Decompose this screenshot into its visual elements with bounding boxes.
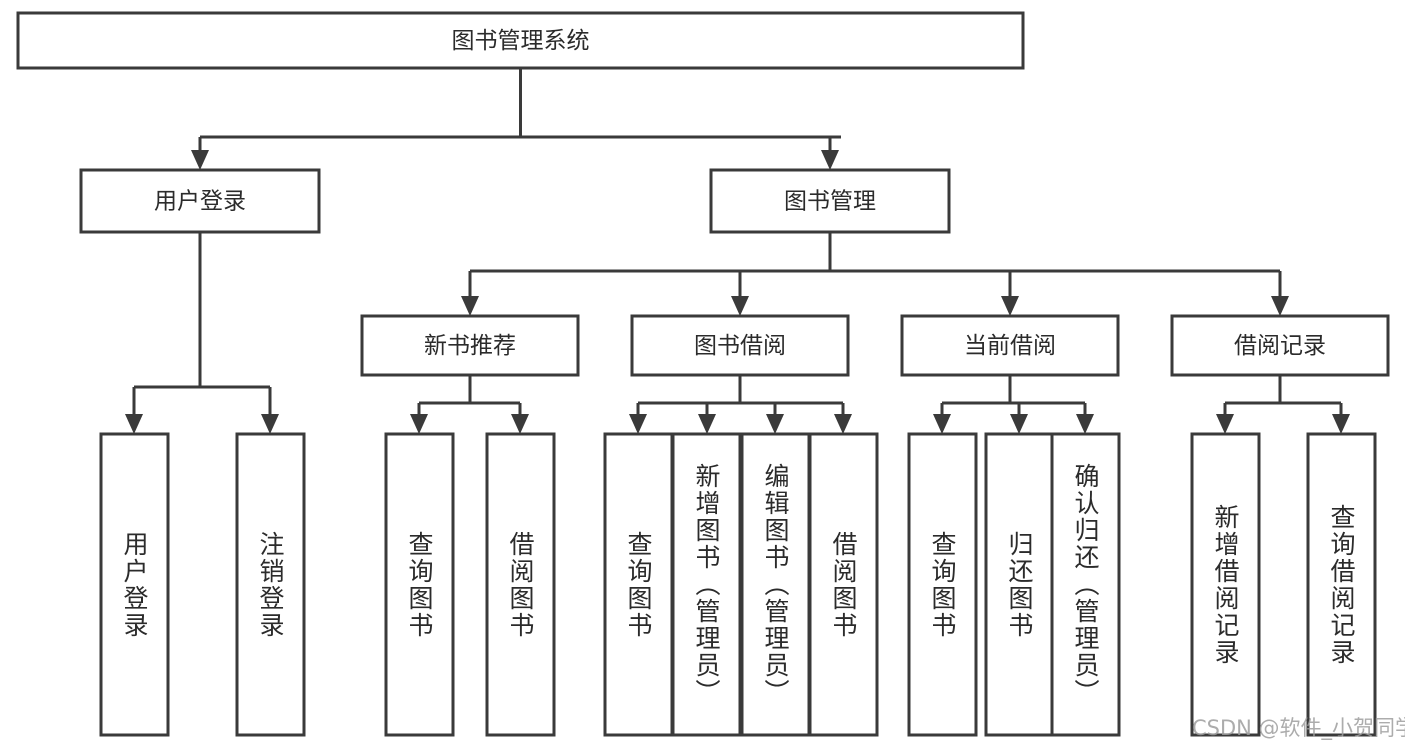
arrow-head-icon [821, 150, 839, 170]
arrow-head-icon [461, 296, 479, 316]
node-label-leaf-edit-book-admin: 编辑图书（管理员） [761, 463, 790, 706]
arrow-head-icon [511, 414, 529, 434]
node-label-leaf-query-book-borrow: 查询图书 [624, 530, 653, 639]
node-box-user-login[interactable] [79, 168, 321, 234]
node-label-user-login: 用户登录 [154, 189, 246, 215]
arrow-head-icon [1216, 414, 1234, 434]
node-label-leaf-borrow-book: 借阅图书 [829, 530, 858, 639]
node-book-management[interactable]: 图书管理 [709, 168, 951, 234]
node-box-leaf-add-book-admin[interactable] [671, 432, 742, 737]
node-box-leaf-return-book[interactable] [984, 432, 1055, 737]
node-box-leaf-query-book-current[interactable] [907, 432, 978, 737]
node-box-leaf-confirm-return-admin[interactable] [1050, 432, 1121, 737]
arrow-head-icon [698, 414, 716, 434]
arrow-head-icon [1271, 296, 1289, 316]
node-box-leaf-logout[interactable] [235, 432, 306, 737]
arrow-head-icon [766, 414, 784, 434]
node-label-current-borrow: 当前借阅 [964, 333, 1056, 359]
arrow-head-icon [933, 414, 951, 434]
node-book-borrow[interactable]: 图书借阅 [630, 314, 850, 377]
node-label-leaf-return-book: 归还图书 [1005, 530, 1034, 639]
node-box-leaf-query-book-borrow[interactable] [603, 432, 674, 737]
arrow-head-icon [191, 150, 209, 170]
node-label-leaf-query-book-current: 查询图书 [928, 530, 957, 639]
node-box-book-management[interactable] [709, 168, 951, 234]
arrow-head-icon [834, 414, 852, 434]
node-label-leaf-logout: 注销登录 [256, 530, 285, 639]
node-box-leaf-edit-book-admin[interactable] [740, 432, 811, 737]
node-label-leaf-add-borrow-record: 新增借阅记录 [1211, 503, 1240, 666]
node-box-leaf-query-borrow-record[interactable] [1306, 432, 1377, 737]
node-box-root[interactable] [16, 11, 1025, 70]
node-box-book-borrow[interactable] [630, 314, 850, 377]
node-borrow-records[interactable]: 借阅记录 [1170, 314, 1390, 377]
node-label-book-management: 图书管理 [784, 189, 876, 215]
arrow-head-icon [1010, 414, 1028, 434]
node-label-leaf-query-borrow-record: 查询借阅记录 [1327, 503, 1356, 666]
arrow-head-icon [1076, 414, 1094, 434]
node-label-root: 图书管理系统 [452, 28, 590, 54]
node-label-leaf-confirm-return-admin: 确认归还（管理员） [1071, 463, 1100, 706]
node-new-book-recommend[interactable]: 新书推荐 [360, 314, 580, 377]
node-box-leaf-borrow-book-new[interactable] [485, 432, 556, 737]
node-box-current-borrow[interactable] [900, 314, 1120, 377]
node-box-leaf-query-book-new[interactable] [384, 432, 455, 737]
node-label-leaf-borrow-book-new: 借阅图书 [506, 530, 535, 639]
watermark-text: CSDN @软件_小贺同学 [1192, 716, 1405, 740]
node-label-leaf-add-book-admin: 新增图书（管理员） [692, 463, 721, 706]
arrowheads-layer [125, 150, 1350, 434]
node-box-leaf-user-login[interactable] [99, 432, 170, 737]
node-box-leaf-add-borrow-record[interactable] [1190, 432, 1261, 737]
node-box-new-book-recommend[interactable] [360, 314, 580, 377]
arrow-head-icon [629, 414, 647, 434]
node-user-login[interactable]: 用户登录 [79, 168, 321, 234]
arrow-head-icon [261, 414, 279, 434]
node-root[interactable]: 图书管理系统 [16, 11, 1025, 70]
node-label-book-borrow: 图书借阅 [694, 333, 786, 359]
node-label-leaf-query-book-new: 查询图书 [405, 530, 434, 639]
arrow-head-icon [410, 414, 428, 434]
node-label-leaf-user-login: 用户登录 [120, 530, 149, 639]
node-label-new-book-recommend: 新书推荐 [424, 333, 516, 359]
arrow-head-icon [125, 414, 143, 434]
arrow-head-icon [731, 296, 749, 316]
arrow-head-icon [1001, 296, 1019, 316]
node-label-borrow-records: 借阅记录 [1234, 333, 1326, 359]
arrow-head-icon [1332, 414, 1350, 434]
node-box-leaf-borrow-book[interactable] [808, 432, 879, 737]
node-box-borrow-records[interactable] [1170, 314, 1390, 377]
node-current-borrow[interactable]: 当前借阅 [900, 314, 1120, 377]
